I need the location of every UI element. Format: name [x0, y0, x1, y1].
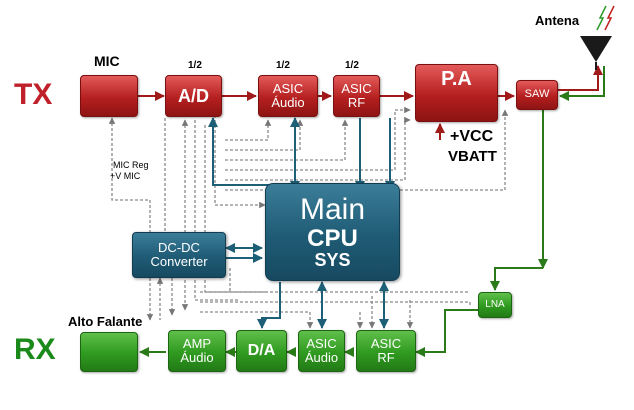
da-block: D/A	[236, 330, 287, 372]
asic-rf-fraction: 1/2	[345, 60, 359, 71]
tx-asic-rf-block: ASIC RF	[333, 75, 380, 117]
tx-asic-rf-line2: RF	[347, 95, 366, 110]
lna-text: LNA	[485, 298, 505, 310]
main-cpu-block: Main CPU SYS	[265, 183, 400, 281]
mic-label: MIC	[94, 53, 120, 69]
amp-audio-block: AMP Áudio	[168, 330, 226, 372]
amp-line1: AMP	[182, 336, 212, 352]
da-text: D/A	[247, 341, 276, 359]
v-mic-label: +V MIC	[110, 171, 141, 181]
cpu-line1: Main	[299, 193, 366, 227]
tx-signal-path	[138, 65, 603, 140]
rx-asic-rf-line1: ASIC	[370, 336, 402, 352]
mic-reg-label: MIC Reg	[113, 160, 149, 170]
antenna-icon	[580, 5, 615, 70]
saw-block: SAW	[516, 80, 558, 110]
speaker-block	[80, 332, 138, 372]
ad-text: A/D	[178, 85, 209, 106]
speaker-label: Alto Falante	[68, 314, 143, 329]
dcdc-block: DC-DC Converter	[132, 232, 226, 278]
saw-text: SAW	[524, 88, 550, 101]
cpu-line3: SYS	[314, 249, 351, 270]
dcdc-line2: Converter	[150, 254, 208, 269]
tx-asic-audio-line1: ASIC	[272, 81, 304, 97]
tx-label: TX	[14, 78, 53, 111]
rx-asic-audio-block: ASIC Áudio	[298, 330, 345, 372]
bus-lines	[208, 117, 395, 329]
mic-block	[80, 75, 138, 117]
tx-asic-audio-block: ASIC Áudio	[258, 75, 318, 117]
pa-block: P.A	[415, 64, 498, 122]
antenna-label: Antena	[535, 13, 580, 28]
rx-asic-audio-line1: ASIC	[306, 336, 337, 352]
rx-signal-path	[139, 66, 605, 357]
ad-block: A/D	[165, 75, 222, 117]
rx-asic-audio-line2: Áudio	[304, 350, 339, 365]
rx-asic-rf-line2: RF	[377, 350, 395, 365]
rx-label: RX	[14, 333, 56, 366]
ad-fraction: 1/2	[188, 60, 202, 71]
rx-asic-rf-block: ASIC RF	[356, 330, 416, 372]
asic-audio-fraction: 1/2	[276, 60, 290, 71]
tx-asic-audio-line2: Áudio	[271, 95, 305, 110]
dcdc-line1: DC-DC	[158, 240, 200, 256]
lna-block: LNA	[478, 292, 512, 318]
tx-asic-rf-line1: ASIC	[341, 81, 372, 97]
vbatt-label: VBATT	[448, 148, 497, 165]
cpu-line2: CPU	[307, 224, 358, 252]
amp-line2: Áudio	[180, 350, 214, 365]
vcc-label: +VCC	[450, 128, 494, 145]
pa-text: P.A	[441, 68, 472, 90]
